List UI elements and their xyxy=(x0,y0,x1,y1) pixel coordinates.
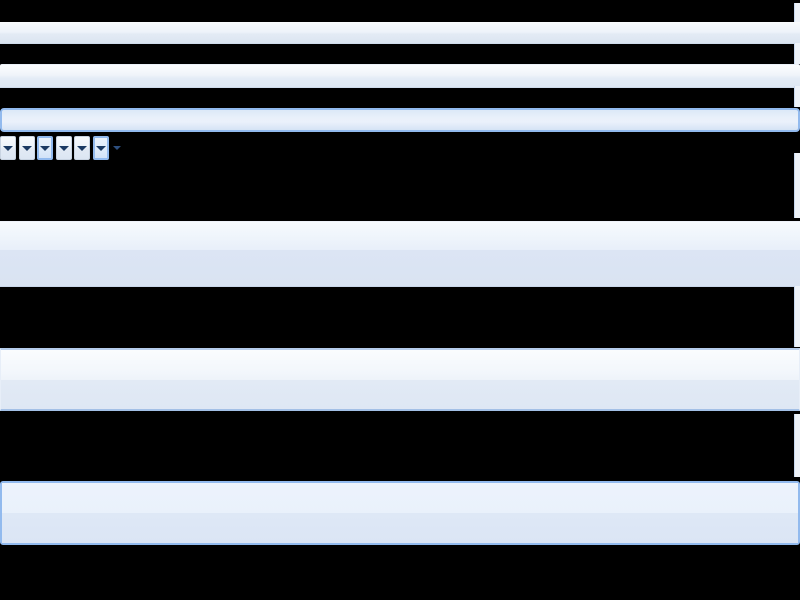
chevron-down-icon xyxy=(40,145,50,151)
chevron-down-icon xyxy=(58,145,69,151)
address-bar[interactable] xyxy=(0,108,800,132)
chevron-down-icon xyxy=(21,145,32,151)
chevron-down-icon xyxy=(77,145,87,151)
window-edge-fragment xyxy=(794,43,800,64)
selected-panel-lower-band xyxy=(2,513,798,543)
chevron-down-icon xyxy=(3,145,13,151)
content-panel-upper-band xyxy=(1,350,799,380)
dropdown-button[interactable] xyxy=(37,136,53,160)
chevron-down-icon xyxy=(95,145,106,151)
window-edge-fragment xyxy=(794,86,800,107)
dropdown-button[interactable] xyxy=(74,136,90,160)
selected-panel[interactable] xyxy=(0,481,800,545)
header-panel-lower-band xyxy=(0,250,800,286)
dropdown-button[interactable] xyxy=(18,136,35,160)
toolbar-top xyxy=(0,22,800,44)
content-panel xyxy=(0,348,800,411)
window-edge-fragment xyxy=(794,153,800,218)
dropdown-button[interactable] xyxy=(92,136,109,160)
content-panel-lower-band xyxy=(1,380,799,409)
selected-panel-upper-band xyxy=(2,483,798,513)
chevron-down-small-icon[interactable] xyxy=(113,146,121,150)
window-edge-fragment xyxy=(794,286,800,347)
dropdown-button-row xyxy=(0,136,111,160)
window-edge-fragment xyxy=(794,3,800,22)
toolbar-second xyxy=(0,64,800,88)
header-panel xyxy=(0,221,800,287)
window-edge-fragment xyxy=(794,414,800,477)
dropdown-button[interactable] xyxy=(55,136,72,160)
header-panel-upper-band xyxy=(0,222,800,250)
dropdown-button[interactable] xyxy=(0,136,16,160)
